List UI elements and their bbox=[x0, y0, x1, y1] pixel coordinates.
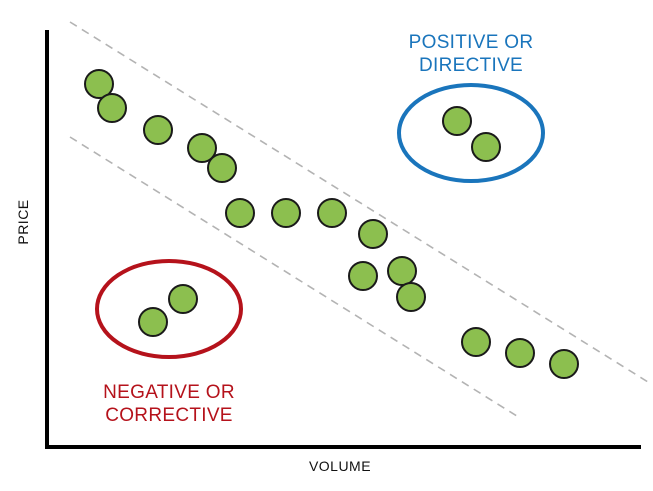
trend-point bbox=[143, 115, 173, 145]
trend-point bbox=[317, 198, 347, 228]
negative-callout-ellipse bbox=[95, 259, 243, 359]
lower-channel-line bbox=[69, 136, 521, 419]
positive-label-line2: DIRECTIVE bbox=[419, 55, 523, 76]
trend-point bbox=[207, 153, 237, 183]
positive-point bbox=[471, 132, 501, 162]
negative-point bbox=[138, 307, 168, 337]
trend-point bbox=[387, 256, 417, 286]
upper-channel-line bbox=[69, 21, 649, 383]
trend-point bbox=[84, 69, 114, 99]
trend-point bbox=[396, 282, 426, 312]
trend-point bbox=[348, 261, 378, 291]
y-axis-label: PRICE bbox=[15, 199, 31, 244]
trend-point bbox=[358, 219, 388, 249]
positive-callout-ellipse bbox=[397, 83, 545, 183]
positive-point bbox=[442, 106, 472, 136]
trend-point bbox=[187, 133, 217, 163]
trend-point bbox=[505, 338, 535, 368]
positive-label-line1: POSITIVE OR bbox=[409, 32, 534, 53]
negative-point bbox=[168, 284, 198, 314]
trend-point bbox=[549, 349, 579, 379]
trend-point bbox=[461, 327, 491, 357]
trend-point bbox=[271, 198, 301, 228]
trend-point bbox=[97, 93, 127, 123]
x-axis-label: VOLUME bbox=[309, 458, 371, 474]
negative-label-line1: NEGATIVE OR bbox=[103, 382, 235, 403]
negative-label-line2: CORRECTIVE bbox=[105, 405, 233, 426]
data-points bbox=[84, 69, 579, 379]
trend-point bbox=[225, 198, 255, 228]
